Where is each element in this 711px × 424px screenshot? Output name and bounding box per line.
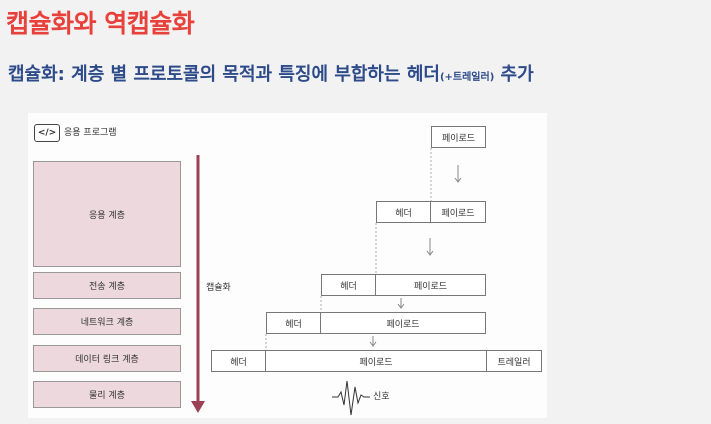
app-program-label: 응용 프로그램 [64, 128, 117, 138]
datalink-payload: 페이로드 [320, 312, 486, 334]
encapsulation-label: 캡슐화 [206, 283, 231, 293]
physical-header: 헤더 [211, 350, 266, 372]
encapsulation-arrow [191, 155, 205, 413]
layer-physical: 물리 계층 [33, 381, 181, 408]
physical-trailer: 트레일러 [486, 350, 542, 372]
code-icon: </> [34, 124, 60, 142]
subtitle-suffix: 추가 [494, 64, 534, 85]
layer-network: 네트워크 계층 [33, 308, 181, 335]
physical-payload: 페이로드 [265, 350, 487, 372]
subtitle-main: 캡슐화: 계층 별 프로토콜의 목적과 특징에 부합하는 헤더 [8, 64, 440, 85]
diagram-panel: </> 응용 프로그램 응용 계층 전송 계층 네트워크 계층 데이터 링크 계… [28, 113, 547, 418]
page-subtitle: 캡슐화: 계층 별 프로토콜의 목적과 특징에 부합하는 헤더(+트레일러) 추… [8, 60, 534, 86]
app-payload: 페이로드 [431, 126, 486, 148]
transport-payload: 페이로드 [430, 201, 486, 223]
network-header: 헤더 [321, 274, 376, 296]
flow-arrows [369, 165, 462, 347]
layer-application: 응용 계층 [33, 161, 181, 267]
layer-datalink: 데이터 링크 계층 [33, 345, 181, 372]
transport-header: 헤더 [376, 201, 431, 223]
network-payload: 페이로드 [375, 274, 486, 296]
layer-transport: 전송 계층 [33, 272, 181, 299]
datalink-header: 헤더 [266, 312, 321, 334]
guide-lines [265, 148, 432, 350]
page-title: 캡슐화와 역캡슐화 [6, 9, 195, 38]
signal-wave-icon [332, 380, 370, 416]
subtitle-trailer-note: (+트레일러) [439, 72, 495, 83]
signal-label: 신호 [373, 392, 390, 402]
